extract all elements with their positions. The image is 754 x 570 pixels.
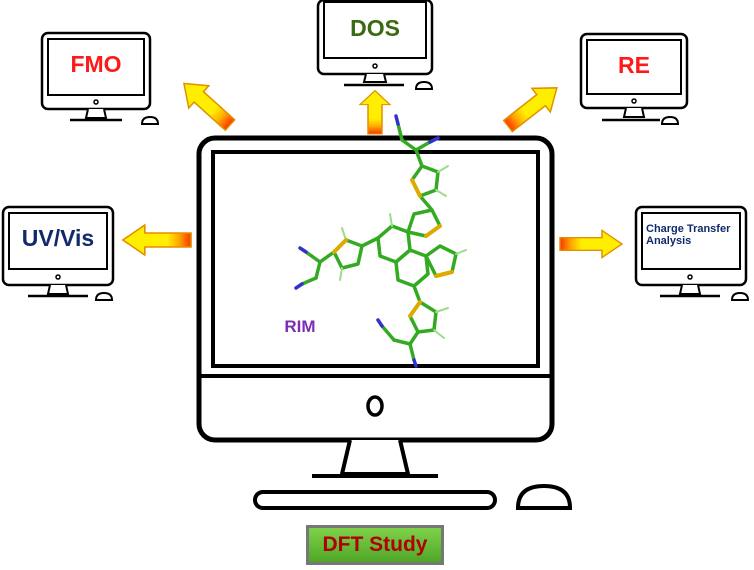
fmo-monitor <box>40 31 160 125</box>
center-label: RIM <box>284 317 316 336</box>
ct-label-line1: Charge Transfer <box>646 223 731 235</box>
re-monitor <box>579 32 689 125</box>
central-monitor <box>196 135 555 478</box>
arrow-to-re <box>498 75 567 139</box>
uvvis-monitor <box>1 205 115 301</box>
arrow-to-ct <box>559 229 623 259</box>
dft-study-box: DFT Study <box>306 525 444 565</box>
arrow-to-uvvis <box>121 224 192 256</box>
fmo-label: FMO <box>70 51 122 77</box>
ct-label-line2: Analysis <box>646 234 692 247</box>
dos-monitor <box>316 0 434 90</box>
ct-monitor <box>634 205 750 301</box>
re-label: RE <box>618 52 650 78</box>
molecule-structure <box>294 114 467 368</box>
keyboard <box>253 490 497 510</box>
dos-label: DOS <box>350 15 400 41</box>
ct-label: Charge Transfer Analysis <box>642 223 740 247</box>
uvvis-label: UV/Vis <box>21 225 95 251</box>
arrow-to-dos <box>359 89 391 135</box>
monitor-stand <box>339 439 411 476</box>
central-screen <box>211 150 540 368</box>
arrow-to-fmo <box>173 71 241 137</box>
power-button <box>366 395 384 417</box>
dft-study-label: DFT Study <box>322 533 428 556</box>
mouse <box>515 483 573 510</box>
